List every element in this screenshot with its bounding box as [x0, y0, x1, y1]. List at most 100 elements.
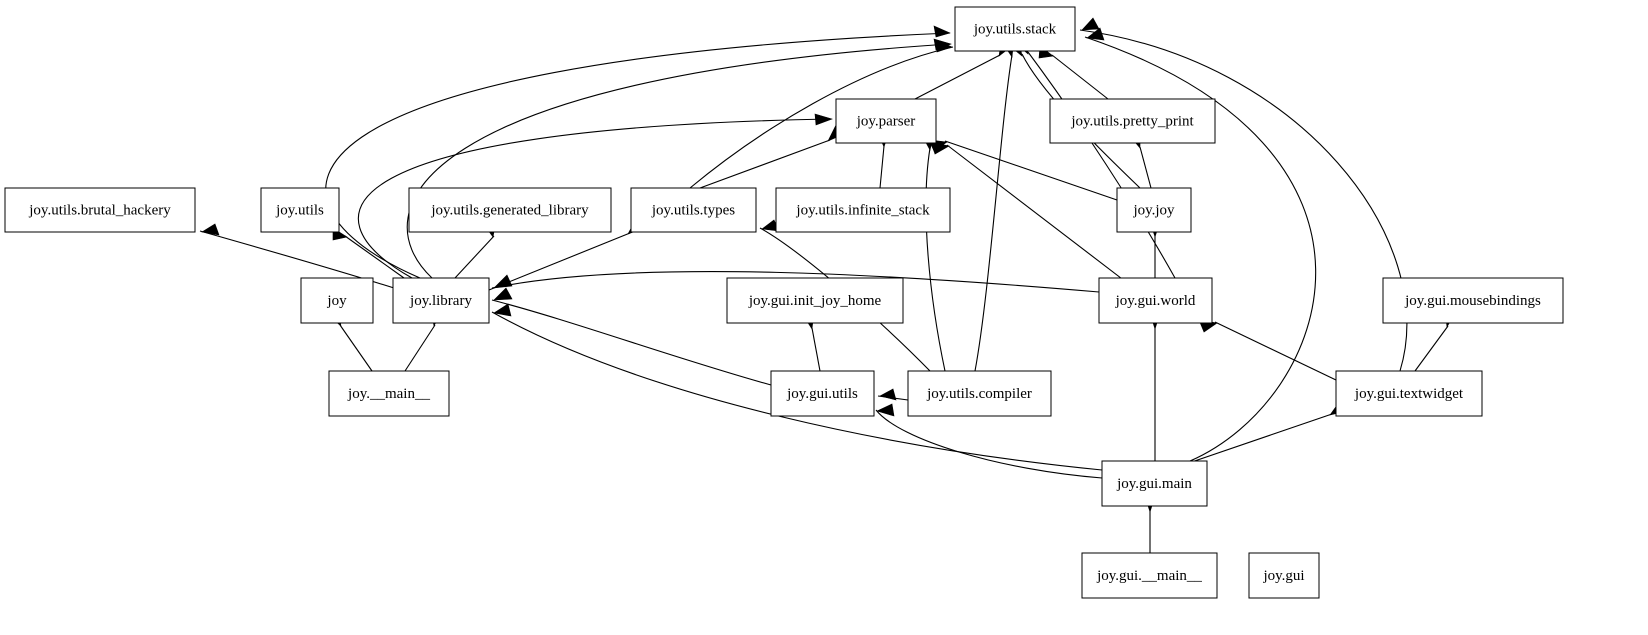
edge-line — [699, 139, 831, 189]
graph-node[interactable]: joy.utils.brutal_hackery — [4, 187, 196, 233]
edge-line — [689, 46, 954, 189]
node-box[interactable] — [300, 277, 374, 324]
node-box[interactable] — [328, 370, 450, 417]
node-label: joy.utils.types — [651, 202, 735, 218]
graph-edge — [332, 227, 405, 279]
edge-line — [1179, 413, 1333, 467]
node-box[interactable] — [392, 277, 490, 324]
graph-node[interactable]: joy.utils.generated_library — [408, 187, 612, 233]
arrowhead-icon — [930, 141, 950, 155]
graph-edge — [875, 403, 1103, 479]
node-box[interactable] — [1335, 370, 1483, 417]
graph-edge — [1038, 45, 1109, 100]
graph-node[interactable]: joy.gui.mousebindings — [1382, 277, 1564, 324]
node-label: joy.gui.textwidget — [1354, 386, 1464, 402]
graph-node[interactable]: joy.utils — [260, 187, 340, 233]
node-box[interactable] — [726, 277, 904, 324]
node-box[interactable] — [1116, 187, 1192, 233]
graph-edge — [974, 38, 1015, 372]
edge-line — [406, 43, 951, 279]
node-label: joy.library — [409, 293, 472, 309]
node-label: joy.gui.utils — [786, 386, 858, 402]
edge-line — [974, 54, 1013, 372]
node-label: joy.utils.brutal_hackery — [28, 202, 171, 218]
node-label: joy.utils — [275, 202, 324, 218]
graph-edge — [1084, 27, 1317, 462]
arrowhead-icon — [814, 113, 833, 126]
edge-line — [914, 54, 1001, 100]
edge-line — [339, 324, 373, 372]
graph-node[interactable]: joy.joy — [1116, 187, 1192, 233]
edge-line — [879, 145, 885, 189]
node-box[interactable] — [907, 370, 1052, 417]
arrowhead-icon — [933, 25, 951, 38]
edge-line — [357, 118, 831, 279]
graph-edge — [1016, 36, 1176, 279]
graph-node[interactable]: joy — [300, 277, 374, 324]
graph-node[interactable]: joy.parser — [835, 98, 937, 144]
edge-line — [344, 235, 405, 279]
arrowhead-icon — [493, 303, 512, 317]
node-box[interactable] — [260, 187, 340, 233]
graph-node[interactable]: joy.gui.textwidget — [1335, 370, 1483, 417]
graph-edge — [491, 287, 772, 386]
edge-line — [944, 140, 1118, 201]
graph-node[interactable]: joy.__main__ — [328, 370, 450, 417]
node-box[interactable] — [408, 187, 612, 233]
graph-node[interactable]: joy.gui.init_joy_home — [726, 277, 904, 324]
graph-edge — [922, 132, 946, 372]
node-box[interactable] — [1101, 460, 1208, 507]
node-label: joy.gui.mousebindings — [1404, 293, 1541, 309]
edge-line — [875, 409, 1103, 479]
node-label: joy.joy — [1132, 202, 1175, 218]
graph-node[interactable]: joy.utils.types — [630, 187, 757, 233]
graph-node[interactable]: joy.library — [392, 277, 490, 324]
arrowhead-icon — [935, 39, 953, 53]
node-box[interactable] — [1382, 277, 1564, 324]
graph-node[interactable]: joy.utils.pretty_print — [1049, 98, 1216, 144]
node-label: joy.gui.main — [1116, 476, 1192, 492]
edge-line — [925, 147, 946, 372]
graph-edge — [689, 39, 954, 189]
node-label: joy — [326, 293, 347, 309]
edge-line — [1027, 51, 1176, 279]
node-box[interactable] — [630, 187, 757, 233]
arrowhead-icon — [493, 287, 513, 301]
graph-node[interactable]: joy.utils.infinite_stack — [775, 187, 951, 233]
node-label: joy.gui.init_joy_home — [748, 293, 882, 309]
graph-node[interactable]: joy.gui.world — [1098, 277, 1213, 324]
node-label: joy.__main__ — [347, 386, 430, 402]
node-box[interactable] — [1098, 277, 1213, 324]
graph-edge — [877, 388, 909, 401]
node-box[interactable] — [835, 98, 937, 144]
node-label: joy.gui.__main__ — [1096, 568, 1202, 584]
edge-line — [404, 324, 436, 372]
arrowhead-icon — [879, 388, 897, 401]
graph-node[interactable]: joy.gui.main — [1101, 460, 1208, 507]
node-box[interactable] — [770, 370, 875, 417]
node-box[interactable] — [1049, 98, 1216, 144]
node-label: joy.gui.world — [1115, 293, 1196, 309]
graph-node[interactable]: joy.utils.compiler — [907, 370, 1052, 417]
arrowhead-icon — [876, 403, 895, 417]
graph-edge — [930, 141, 1131, 286]
graph-node[interactable]: joy.utils.stack — [954, 6, 1076, 52]
node-box[interactable] — [775, 187, 951, 233]
graph-node[interactable]: joy.gui.__main__ — [1081, 552, 1218, 599]
node-box[interactable] — [1248, 552, 1320, 599]
node-label: joy.gui — [1262, 568, 1304, 584]
node-box[interactable] — [954, 6, 1076, 52]
graph-node[interactable]: joy.gui — [1248, 552, 1320, 599]
edge-line — [488, 232, 631, 291]
graph-edge — [1149, 312, 1161, 461]
graph-node[interactable]: joy.gui.utils — [770, 370, 875, 417]
node-label: joy.utils.compiler — [926, 386, 1032, 402]
arrowhead-icon — [493, 274, 513, 289]
graph-edge — [1198, 319, 1337, 381]
node-label: joy.utils.stack — [973, 21, 1057, 37]
edge-line — [491, 271, 1100, 293]
node-box[interactable] — [4, 187, 196, 233]
node-box[interactable] — [1081, 552, 1218, 599]
